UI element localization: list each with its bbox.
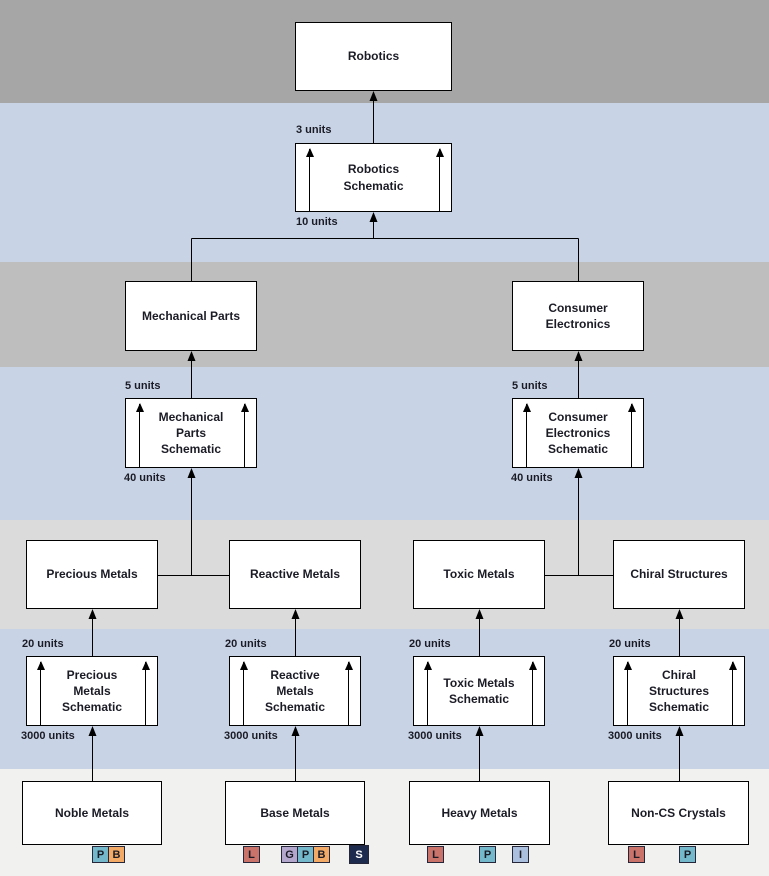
up-arrow-icon	[348, 662, 349, 725]
planet-badge-b: B	[313, 846, 330, 863]
product-box-base-metals: Base Metals	[225, 781, 365, 845]
output-units-precious-metals-schematic: 20 units	[22, 638, 64, 650]
product-box-non-cs-crystals: Non-CS Crystals	[608, 781, 749, 845]
schematic-box-chiral-structures: Chiral Structures Schematic	[613, 656, 745, 726]
up-arrow-icon	[139, 404, 140, 467]
input-units-precious-metals-schematic: 3000 units	[21, 730, 75, 742]
product-box-reactive-metals: Reactive Metals	[229, 540, 361, 609]
product-box-precious-metals: Precious Metals	[26, 540, 158, 609]
input-units-reactive-metals-schematic: 3000 units	[224, 730, 278, 742]
schematic-label: Reactive Metals Schematic	[264, 667, 326, 715]
schematic-label: Consumer Electronics Schematic	[545, 409, 611, 457]
product-box-consumer-electronics: Consumer Electronics	[512, 281, 644, 351]
schematic-box-toxic-metals: Toxic Metals Schematic	[413, 656, 545, 726]
input-units-toxic-metals-schematic: 3000 units	[408, 730, 462, 742]
planet-badge-p: P	[479, 846, 496, 863]
schematic-label: Precious Metals Schematic	[61, 667, 123, 715]
schematic-label: Chiral Structures Schematic	[648, 667, 710, 715]
planet-badge-l: L	[628, 846, 645, 863]
input-units-robotics-schematic: 10 units	[296, 216, 338, 228]
input-units-consumer-electronics-schematic: 40 units	[511, 472, 553, 484]
up-arrow-icon	[532, 662, 533, 725]
planet-badge-p: P	[297, 846, 314, 863]
output-units-mechanical-parts-schematic: 5 units	[125, 380, 161, 392]
up-arrow-icon	[732, 662, 733, 725]
schematic-box-robotics: Robotics Schematic	[295, 143, 452, 212]
up-arrow-icon	[627, 662, 628, 725]
planet-badge-b: B	[108, 846, 125, 863]
planet-badge-s: S	[349, 845, 369, 864]
up-arrow-icon	[145, 662, 146, 725]
up-arrow-icon	[439, 149, 440, 211]
up-arrow-icon	[40, 662, 41, 725]
planet-badge-l: L	[243, 846, 260, 863]
schematic-label: Mechanical Parts Schematic	[158, 409, 224, 457]
input-units-chiral-structures-schematic: 3000 units	[608, 730, 662, 742]
output-units-consumer-electronics-schematic: 5 units	[512, 380, 548, 392]
planet-badge-p: P	[92, 846, 109, 863]
schematic-label: Toxic Metals Schematic	[443, 675, 515, 706]
output-units-chiral-structures-schematic: 20 units	[609, 638, 651, 650]
schematic-label: Robotics Schematic	[343, 162, 404, 193]
up-arrow-icon	[427, 662, 428, 725]
up-arrow-icon	[244, 404, 245, 467]
product-box-toxic-metals: Toxic Metals	[413, 540, 545, 609]
up-arrow-icon	[309, 149, 310, 211]
up-arrow-icon	[243, 662, 244, 725]
output-units-robotics-schematic: 3 units	[296, 124, 332, 136]
band-tier-p3-products	[0, 262, 769, 367]
planet-badge-p: P	[679, 846, 696, 863]
product-box-robotics: Robotics	[295, 22, 452, 91]
schematic-box-consumer-electronics: Consumer Electronics Schematic	[512, 398, 644, 468]
input-units-mechanical-parts-schematic: 40 units	[124, 472, 166, 484]
schematic-box-reactive-metals: Reactive Metals Schematic	[229, 656, 361, 726]
schematic-box-precious-metals: Precious Metals Schematic	[26, 656, 158, 726]
product-box-mechanical-parts: Mechanical Parts	[125, 281, 257, 351]
up-arrow-icon	[631, 404, 632, 467]
product-box-heavy-metals: Heavy Metals	[409, 781, 550, 845]
schematic-box-mechanical-parts: Mechanical Parts Schematic	[125, 398, 257, 468]
output-units-reactive-metals-schematic: 20 units	[225, 638, 267, 650]
band-tier-p3-schematics	[0, 367, 769, 520]
up-arrow-icon	[526, 404, 527, 467]
product-box-noble-metals: Noble Metals	[22, 781, 162, 845]
output-units-toxic-metals-schematic: 20 units	[409, 638, 451, 650]
planet-badge-i: I	[512, 846, 529, 863]
product-box-chiral-structures: Chiral Structures	[613, 540, 745, 609]
planet-badge-g: G	[281, 846, 298, 863]
planet-badge-l: L	[427, 846, 444, 863]
